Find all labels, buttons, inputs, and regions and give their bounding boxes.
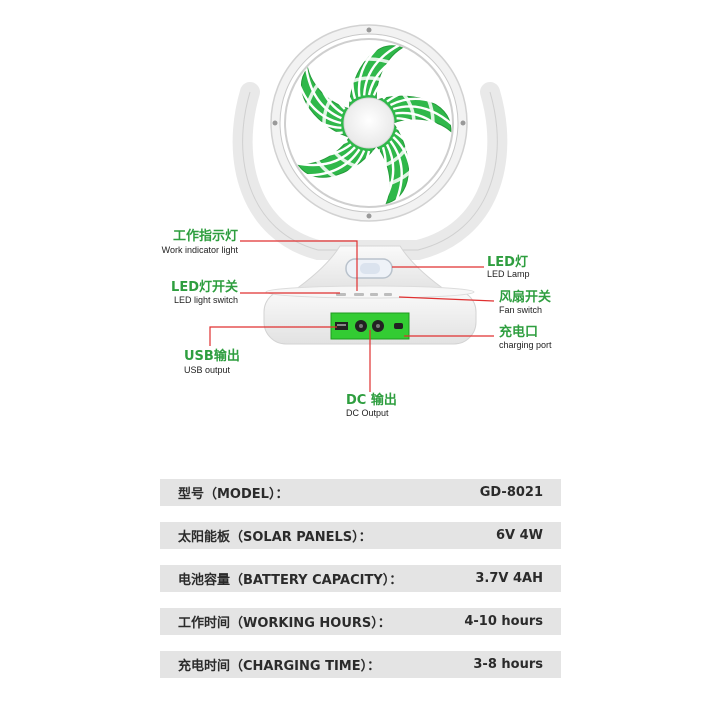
grille-wire bbox=[365, 146, 387, 208]
spec-label: 工作时间（WORKING HOURS）： bbox=[178, 616, 391, 631]
label-led-lamp-en: LED Lamp bbox=[487, 269, 530, 279]
spec-value: 3.7V 4AH bbox=[475, 571, 543, 586]
grille-wire bbox=[285, 134, 349, 149]
grille-wire bbox=[337, 150, 376, 203]
grille-wire bbox=[386, 89, 450, 103]
grille-wire bbox=[325, 48, 346, 110]
grille-wire bbox=[335, 42, 349, 106]
spec-row-solar-panels: 太阳能板（SOLAR PANELS）： 6V 4W bbox=[160, 522, 561, 549]
charging-port bbox=[394, 323, 403, 329]
grille-wire bbox=[285, 105, 343, 135]
fan-diagram: 工作指示灯 Work indicator light LED灯开关 LED li… bbox=[162, 24, 552, 418]
label-led-switch-en: LED light switch bbox=[174, 295, 238, 305]
spec-value: 4-10 hours bbox=[464, 614, 543, 629]
grille-wire bbox=[396, 116, 449, 155]
grille-wire bbox=[389, 97, 453, 112]
spec-label: 电池容量（BATTERY CAPACITY）： bbox=[178, 573, 403, 588]
grille-wire bbox=[313, 150, 366, 188]
spec-row-working-hours: 工作时间（WORKING HOURS）： 4-10 hours bbox=[160, 608, 561, 635]
grille-wire bbox=[380, 143, 395, 207]
label-work-indicator-cn: 工作指示灯 bbox=[173, 228, 238, 244]
grille-wire bbox=[392, 105, 454, 127]
spec-label: 型号（MODEL）： bbox=[178, 487, 289, 502]
spec-row-model: 型号（MODEL）： GD-8021 bbox=[160, 479, 561, 506]
spec-label: 充电时间（CHARGING TIME）： bbox=[178, 659, 381, 674]
spec-row-battery-capacity: 电池容量（BATTERY CAPACITY）： 3.7V 4AH bbox=[160, 565, 561, 592]
grille-wire bbox=[372, 58, 425, 96]
grille-wire bbox=[343, 39, 358, 103]
label-dc-output-cn: DC 输出 bbox=[346, 392, 397, 408]
grille-wire bbox=[284, 119, 346, 141]
label-usb-output-cn: USB输出 bbox=[184, 348, 240, 364]
label-usb-output-en: USB output bbox=[184, 365, 231, 375]
grille-wire bbox=[289, 91, 342, 130]
grille-wire bbox=[324, 150, 371, 196]
grille-wire bbox=[377, 69, 435, 98]
label-fan-switch-cn: 风扇开关 bbox=[499, 289, 551, 305]
grille-wire bbox=[396, 121, 442, 168]
grille-wire bbox=[392, 136, 413, 198]
label-work-indicator-en: Work indicator light bbox=[162, 245, 239, 255]
grille-wire bbox=[303, 148, 361, 177]
fan-grille bbox=[284, 38, 454, 208]
label-charging-port-cn: 充电口 bbox=[499, 324, 538, 340]
grille-wire bbox=[351, 149, 381, 207]
spec-label: 太阳能板（SOLAR PANELS）： bbox=[178, 530, 372, 545]
label-dc-output-en: DC Output bbox=[346, 408, 389, 418]
grille-wire bbox=[394, 131, 423, 189]
label-fan-switch-en: Fan switch bbox=[499, 305, 542, 315]
grille-wire bbox=[357, 39, 387, 97]
leader-lines bbox=[209, 240, 495, 392]
grille-wire bbox=[396, 126, 434, 179]
grille-wire bbox=[294, 146, 356, 167]
top-buttons bbox=[336, 293, 392, 296]
grille-wire bbox=[296, 78, 342, 125]
spec-value: GD-8021 bbox=[479, 485, 543, 500]
grille-wire bbox=[382, 79, 444, 100]
spec-value: 3-8 hours bbox=[473, 657, 543, 672]
grille-wire bbox=[389, 140, 403, 204]
label-led-switch-cn: LED灯开关 bbox=[171, 279, 238, 295]
grille-wire bbox=[304, 67, 342, 120]
grille-wire bbox=[315, 57, 344, 115]
grille-wire bbox=[362, 43, 401, 96]
label-charging-port-en: charging port bbox=[499, 340, 552, 350]
grille-wire bbox=[367, 50, 414, 96]
spec-row-charging-time: 充电时间（CHARGING TIME）： 3-8 hours bbox=[160, 651, 561, 678]
grille-wire bbox=[395, 111, 453, 141]
grille-wire bbox=[351, 38, 373, 100]
fan-hub bbox=[343, 97, 395, 149]
grille-wire bbox=[288, 143, 352, 157]
label-led-lamp-cn: LED灯 bbox=[487, 254, 528, 270]
spec-value: 6V 4W bbox=[495, 528, 543, 543]
